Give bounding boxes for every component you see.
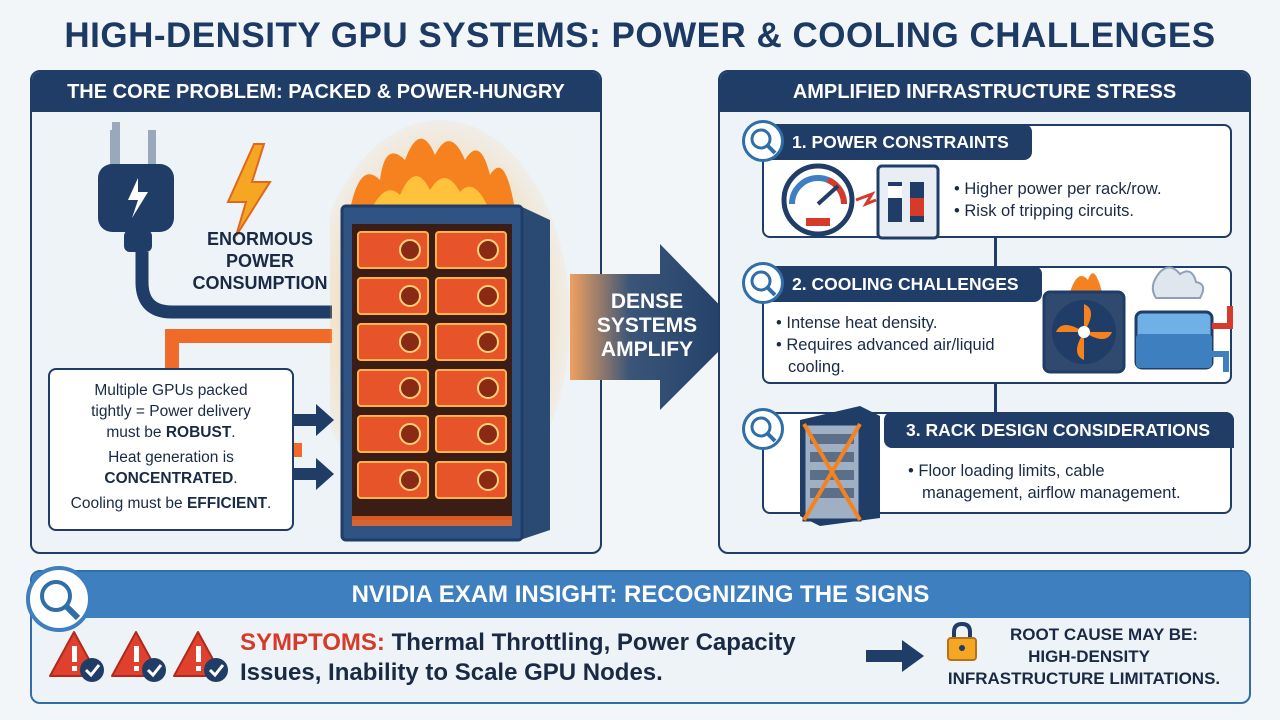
gpu-fan-icon [477,331,499,353]
page-title: HIGH-DENSITY GPU SYSTEMS: POWER & COOLIN… [64,16,1216,55]
magnifier-icon [742,262,784,304]
bullet-text: management, airflow management. [922,484,1181,502]
gauge-icon [781,163,855,237]
fan-icon [1042,290,1126,374]
bullet-text: • Intense heat density. [776,314,938,332]
circuit-breaker-icon [876,164,940,240]
power-consumption-label: ENORMOUS POWER CONSUMPTION [192,229,328,293]
gpu-fan-icon [477,423,499,445]
warning-icons [49,631,228,682]
exam-insight-heading: NVIDIA EXAM INSIGHT: RECOGNIZING THE SIG… [32,572,1249,618]
gpu-fan-icon [477,239,499,261]
gpu-fan-icon [399,239,421,261]
magnifier-icon [742,408,784,450]
gpu-fan-icon [477,285,499,307]
core-problem-heading: THE CORE PROBLEM: PACKED & POWER-HUNGRY [32,72,600,112]
fire-icon [1070,273,1102,292]
infrastructure-stress-heading: AMPLIFIED INFRASTRUCTURE STRESS [720,72,1249,112]
root-cause-text: ROOT CAUSE MAY BE: HIGH-DENSITY INFRASTR… [947,625,1221,688]
lightning-icon [226,143,272,237]
gpu-fan-icon [399,285,421,307]
symptoms-text: SYMPTOMS: Thermal Throttling, Power Capa… [240,629,796,686]
gpu-fan-icon [399,423,421,445]
warning-icon [111,631,166,682]
gpu-fan-icon [399,469,421,491]
arrow-right-icon [294,404,334,436]
power-plug-icon [98,122,174,252]
gpu-density-note: Multiple GPUs packed tightly = Power del… [48,368,294,531]
dense-systems-label: DENSE SYSTEMS AMPLIFY [596,290,698,361]
bullet-text: • Risk of tripping circuits. [954,202,1134,220]
gpu-fan-icon [477,377,499,399]
gpu-server-rack [330,120,570,542]
exam-insight-panel: NVIDIA EXAM INSIGHT: RECOGNIZING THE SIG… [30,570,1251,704]
lock-icon [947,621,977,661]
dense-systems-arrow [570,244,742,410]
bullet-text: • Higher power per rack/row. [954,180,1162,198]
server-rack-icon [800,406,880,526]
gpu-fan-icon [399,331,421,353]
bullet-text: • Requires advanced air/liquid [776,336,995,354]
arrow-right-icon [866,640,924,672]
bullet-text: • Floor loading limits, cable [908,462,1105,480]
cooling-illustration [1042,266,1233,374]
exam-magnifier-icon [26,566,92,632]
warning-icon [173,631,228,682]
gpu-fan-icon [399,377,421,399]
rack-design-title: 3. RACK DESIGN CONSIDERATIONS [884,412,1234,448]
warning-icon [49,631,104,682]
liquid-cooling-icon [1134,266,1233,372]
power-meter-illustration [781,163,940,240]
note-arrows [294,404,334,490]
bullet-text: cooling. [788,358,845,376]
arrow-right-icon [294,458,334,490]
plug-cable [135,252,332,319]
magnifier-icon [742,120,784,162]
power-constraints-title: 1. POWER CONSTRAINTS [762,124,1032,160]
gpu-fan-icon [477,469,499,491]
cooling-challenges-title: 2. COOLING CHALLENGES [762,266,1042,302]
